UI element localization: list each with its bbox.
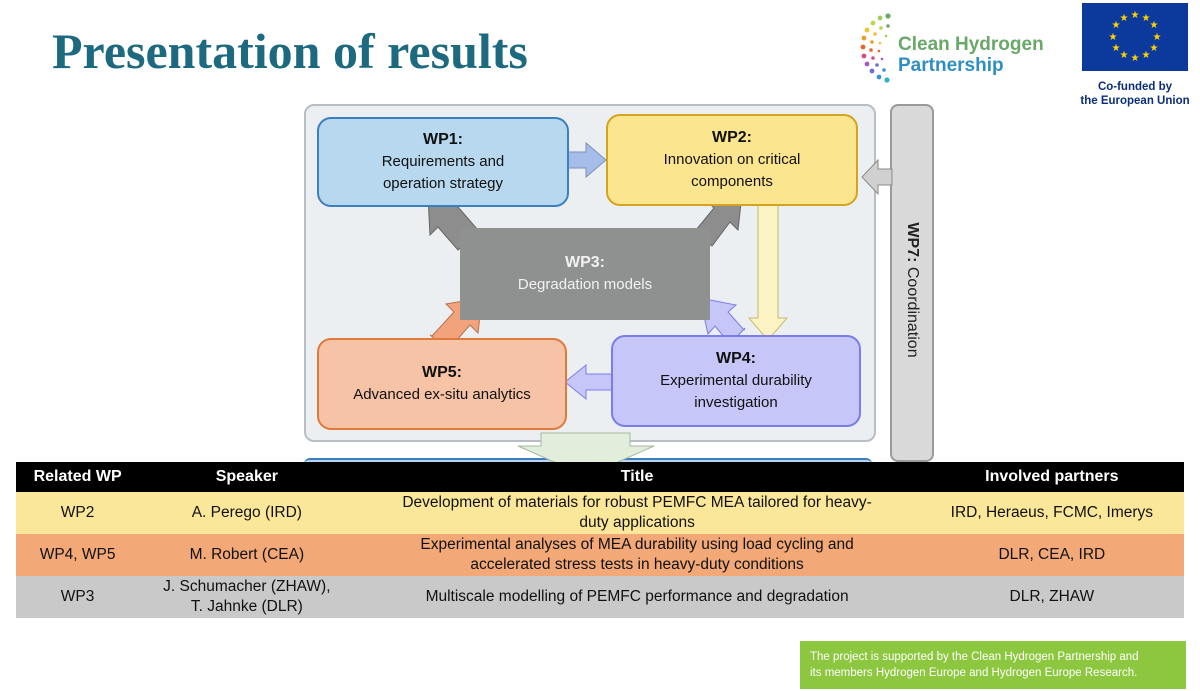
- page-title: Presentation of results: [52, 23, 528, 79]
- cell-title: Development of materials for robust PEMF…: [354, 492, 920, 534]
- svg-text:★: ★: [1142, 50, 1151, 61]
- header-involved-partners: Involved partners: [919, 462, 1184, 492]
- cell-partners: DLR, ZHAW: [919, 576, 1184, 618]
- dotted-circle-icon: [860, 13, 891, 83]
- wp4-box: WP4: Experimental durability investigati…: [611, 335, 861, 427]
- svg-text:★: ★: [1150, 43, 1159, 54]
- wp2-box: WP2: Innovation on critical components: [606, 114, 858, 206]
- clean-hydrogen-partnership-logo: Clean Hydrogen Partnership: [858, 8, 1058, 90]
- cell-title: Experimental analyses of MEA durability …: [354, 534, 920, 576]
- cell-related-wp: WP3: [16, 576, 140, 618]
- chp-logo-line2: Partnership: [898, 55, 1004, 76]
- cell-related-wp: WP4, WP5: [16, 534, 140, 576]
- svg-text:★: ★: [1153, 32, 1162, 43]
- header-speaker: Speaker: [139, 462, 355, 492]
- svg-text:★: ★: [1131, 10, 1140, 21]
- wp3-box: WP3: Degradation models: [460, 228, 710, 320]
- header-title: Title: [354, 462, 920, 492]
- wp7-label: WP7: Coordination: [904, 222, 921, 358]
- table-row: WP4, WP5 M. Robert (CEA) Experimental an…: [16, 534, 1184, 576]
- results-table: Related WP Speaker Title Involved partne…: [16, 462, 1184, 618]
- svg-text:★: ★: [1142, 13, 1151, 24]
- cell-speaker: J. Schumacher (ZHAW),T. Jahnke (DLR): [139, 576, 355, 618]
- cell-partners: DLR, CEA, IRD: [919, 534, 1184, 576]
- cell-speaker: M. Robert (CEA): [139, 534, 355, 576]
- table-header-row: Related WP Speaker Title Involved partne…: [16, 462, 1184, 492]
- cell-speaker: A. Perego (IRD): [139, 492, 355, 534]
- svg-text:★: ★: [1109, 32, 1118, 43]
- wp7-coordination-bar: [890, 104, 934, 462]
- funding-footer-note: The project is supported by the Clean Hy…: [800, 641, 1186, 689]
- chp-logo-line1: Clean Hydrogen: [898, 34, 1044, 55]
- svg-text:★: ★: [1131, 53, 1140, 64]
- table-row: WP2 A. Perego (IRD) Development of mater…: [16, 492, 1184, 534]
- eu-cofunded-label: Co-funded by the European Union: [1080, 81, 1190, 107]
- svg-text:★: ★: [1120, 13, 1129, 24]
- svg-text:★: ★: [1112, 43, 1121, 54]
- svg-text:★: ★: [1120, 50, 1129, 61]
- header-related-wp: Related WP: [16, 462, 140, 492]
- table-row: WP3 J. Schumacher (ZHAW),T. Jahnke (DLR)…: [16, 576, 1184, 618]
- wp1-box: WP1: Requirements and operation strategy: [317, 117, 569, 207]
- cell-title: Multiscale modelling of PEMFC performanc…: [354, 576, 920, 618]
- wp5-box: WP5: Advanced ex-situ analytics: [317, 338, 567, 430]
- cell-related-wp: WP2: [16, 492, 140, 534]
- svg-text:★: ★: [1150, 20, 1159, 31]
- cell-partners: IRD, Heraeus, FCMC, Imerys: [919, 492, 1184, 534]
- svg-text:★: ★: [1112, 20, 1121, 31]
- eu-flag-icon: ★★★ ★★★ ★★★ ★★★: [1082, 3, 1188, 71]
